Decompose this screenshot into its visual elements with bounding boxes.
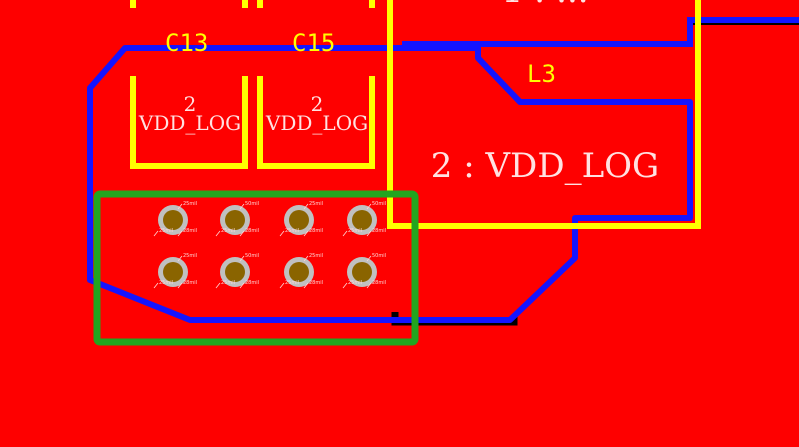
via-dimension-label: 25mil [183,253,197,259]
trace-blue-top[interactable] [402,17,799,47]
via-dimension-label: 28mil [245,280,259,286]
via-dimension-leader [177,230,183,237]
via-dimension-label: 28mil [245,228,259,234]
via-dimension-leader [303,203,309,210]
via-dimension-leader [239,203,245,210]
l3-pad-net-label: 2 : VDD_LOG [431,146,659,186]
via[interactable]: 25mil 28mil 25mil [279,201,323,237]
c15-ref-label: C15 [292,29,335,57]
via-dimension-label: 25mil [309,253,323,259]
via-dimension-leader [177,203,183,210]
vdd-log-plane-outline[interactable] [87,45,693,323]
via-dimension-leader [366,255,372,262]
via-dimension-label: 25mil [183,201,197,207]
via-dimension-label: 25mil [159,280,173,286]
via-dimension-label: 25mil [309,201,323,207]
via-drill-hole [352,262,372,282]
silkscreen-top-stubs [130,0,375,8]
via-dimension-label: 28mil [372,280,386,286]
via-drill-hole [289,210,309,230]
via-drill-hole [163,210,183,230]
via-dimension-leader [342,230,348,237]
via-dimension-label: 50mil [372,201,386,207]
c15-silkscreen[interactable] [257,76,375,169]
via-dimension-label: 50mil [372,253,386,259]
via-dimension-leader [239,282,245,289]
via-dimension-leader [153,230,159,237]
l3-silkscreen[interactable] [387,0,701,229]
via[interactable]: 50mil 28mil 25mil [342,201,386,237]
via-dimension-label: 28mil [183,228,197,234]
via-dimension-label: 25mil [348,228,362,234]
c13-ref-label: C13 [165,29,208,57]
via-dimension-label: 25mil [285,228,299,234]
via-dimension-label: 50mil [245,201,259,207]
via-dimension-label: 28mil [309,280,323,286]
via-dimension-leader [177,255,183,262]
via-dimension-label: 25mil [221,280,235,286]
via-dimension-leader [366,282,372,289]
via-dimension-leader [366,203,372,210]
l3-pad1-partial-label: 1 : ... [501,0,588,11]
c13-net-label: VDD_LOG [138,111,241,135]
via-dimension-leader [303,230,309,237]
via-dimension-leader [239,230,245,237]
via[interactable]: 25mil 28mil 25mil [279,253,323,289]
via-dimension-leader [239,255,245,262]
via-dimension-label: 25mil [285,280,299,286]
via[interactable]: 50mil 28mil 25mil [215,253,259,289]
via-array-keepout[interactable] [93,190,419,346]
via-drill-hole [352,210,372,230]
via-dimension-label: 25mil [159,228,173,234]
via-drill-hole [225,210,245,230]
l3-ref-label: L3 [527,60,556,88]
via-dimension-leader [342,282,348,289]
via-dimension-leader [215,230,221,237]
via-dimension-leader [153,282,159,289]
c15-pin-number: 2 [311,92,324,116]
via-array: 25mil 28mil 25mil 50mil 28mil 25mil 25mil 28mil… [153,201,386,289]
via-dimension-label: 28mil [183,280,197,286]
via-dimension-label: 25mil [348,280,362,286]
via-dimension-leader [366,230,372,237]
via-drill-hole [163,262,183,282]
via-dimension-label: 28mil [372,228,386,234]
via-dimension-label: 25mil [221,228,235,234]
via-dimension-leader [215,282,221,289]
c15-net-label: VDD_LOG [265,111,368,135]
c13-silkscreen[interactable] [130,76,248,169]
via-drill-hole [225,262,245,282]
c13-pin-number: 2 [184,92,197,116]
via-dimension-leader [279,282,285,289]
via[interactable]: 50mil 28mil 25mil [342,253,386,289]
via-dimension-leader [279,230,285,237]
via-dimension-label: 50mil [245,253,259,259]
via-dimension-leader [177,282,183,289]
via[interactable]: 25mil 28mil 25mil [153,201,197,237]
via[interactable]: 50mil 28mil 25mil [215,201,259,237]
via-dimension-leader [303,282,309,289]
via-drill-hole [289,262,309,282]
via-dimension-label: 28mil [309,228,323,234]
via[interactable]: 25mil 28mil 25mil [153,253,197,289]
via-dimension-leader [303,255,309,262]
